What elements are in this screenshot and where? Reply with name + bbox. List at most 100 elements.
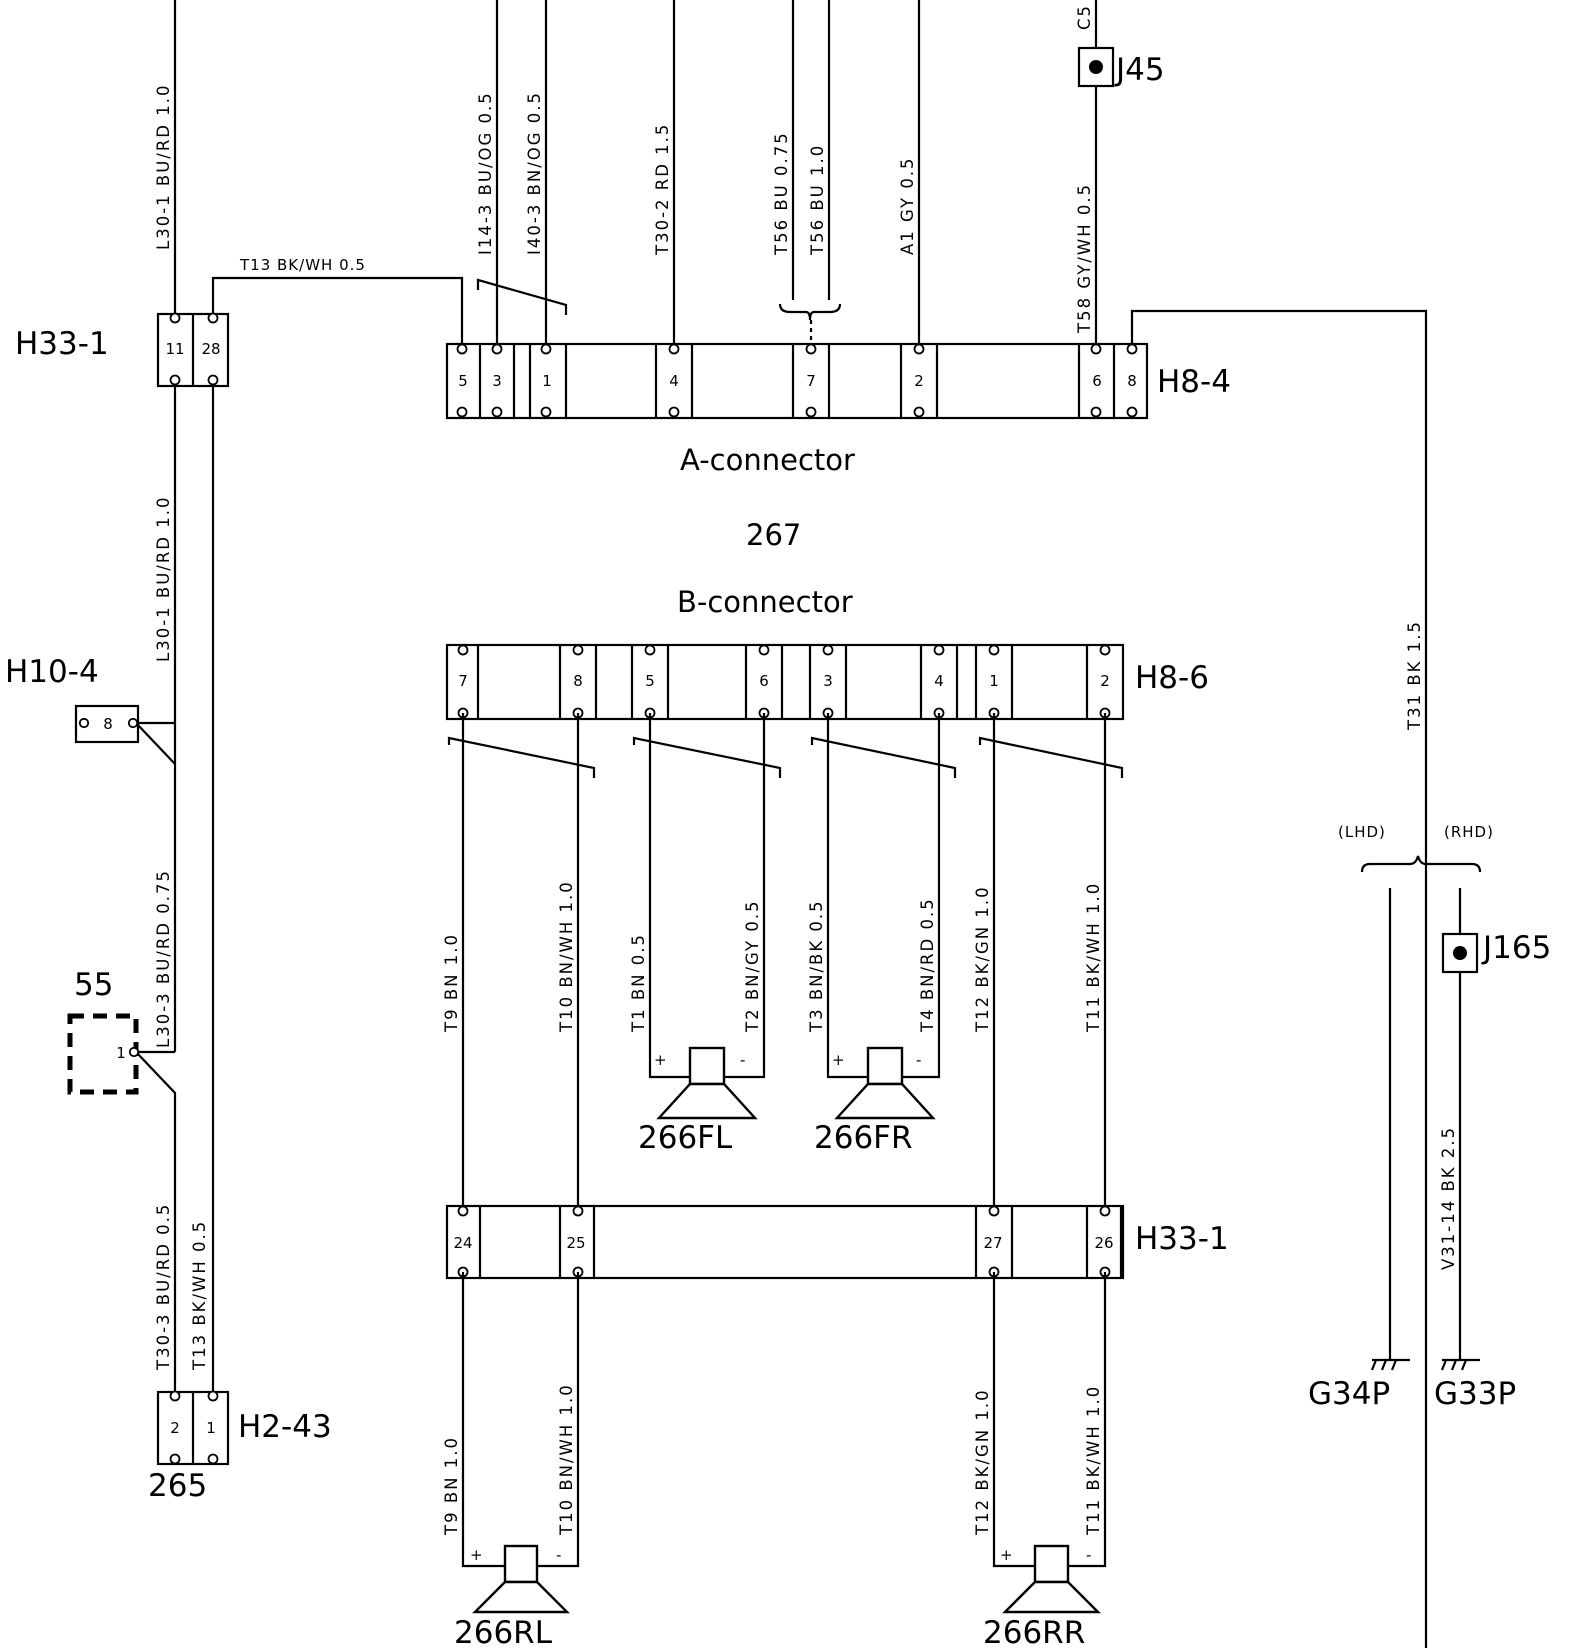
pin-label: 4 [934, 672, 944, 690]
wire-label: T2 BN/GY 0.5 [743, 899, 762, 1033]
b-wire-labels: T9 BN 1.0 T10 BN/WH 1.0 T1 BN 0.5 T2 BN/… [442, 880, 1103, 1033]
wire-label: I14-3 BU/OG 0.5 [476, 91, 495, 255]
wire-label: T12 BK/GN 1.0 [973, 1388, 992, 1536]
wire-label: T56 BU 0.75 [772, 131, 791, 256]
component-id: 55 [74, 967, 113, 1003]
junction-j165: J165 [1441, 930, 1551, 974]
connector-id: H8-4 [1157, 364, 1231, 400]
wire-label: C5 [1075, 4, 1094, 30]
wire-label: T30-2 RD 1.5 [653, 123, 672, 256]
speaker-id: 266RR [983, 1615, 1085, 1648]
pin-label: 5 [458, 372, 468, 390]
junction-id: J45 [1114, 52, 1165, 88]
speaker-266rl: + - 266RL [454, 1544, 570, 1648]
pin-label: 11 [165, 340, 184, 358]
left-wiring [135, 0, 464, 1395]
wire-label: T11 BK/WH 1.0 [1084, 1385, 1103, 1536]
rear-wire-labels: T9 BN 1.0 T10 BN/WH 1.0 T12 BK/GN 1.0 T1… [442, 1383, 1103, 1536]
b-connector-h8-6: 7 8 5 6 3 4 1 2 H8-6 [445, 643, 1209, 721]
wire-label: V31-14 BK 2.5 [1439, 1126, 1458, 1270]
minus-sign: - [916, 1051, 922, 1069]
drive-label-lhd: (LHD) [1338, 823, 1386, 841]
component-55: 1 55 [67, 967, 140, 1095]
pin-label: 5 [645, 672, 655, 690]
pin-label: 1 [542, 372, 552, 390]
pin-label: 27 [983, 1234, 1002, 1252]
rear-wires [461, 1272, 1107, 1568]
wire-label: T10 BN/WH 1.0 [557, 880, 576, 1033]
minus-sign: - [1086, 1546, 1092, 1564]
wire-label: T56 BU 1.0 [808, 144, 827, 256]
pin-label: 25 [566, 1234, 585, 1252]
wire-label: T9 BN 1.0 [442, 933, 461, 1033]
plus-sign: + [470, 1546, 484, 1564]
pins [456, 343, 1138, 418]
speaker-id: 266FR [814, 1120, 913, 1156]
pin-label: 8 [103, 715, 113, 733]
pin-label: 28 [201, 340, 220, 358]
junction-id: J165 [1481, 930, 1551, 966]
wire-label: L30-1 BU/RD 1.0 [154, 84, 173, 251]
left-wire-labels: L30-1 BU/RD 1.0 T13 BK/WH 0.5 L30-1 BU/R… [154, 84, 366, 1372]
plus-sign: + [654, 1051, 668, 1069]
wire-label: T31 BK 1.5 [1405, 620, 1424, 731]
pin-label: 7 [458, 672, 468, 690]
pin-label: 4 [669, 372, 679, 390]
connector-id: H8-6 [1135, 660, 1209, 696]
pin-label: 1 [116, 1044, 126, 1062]
wire-label: A1 GY 0.5 [898, 156, 917, 255]
wire-label: T58 GY/WH 0.5 [1075, 183, 1094, 334]
pin-label: 3 [492, 372, 502, 390]
pin-label: 8 [573, 672, 583, 690]
b-connector-wires [447, 713, 1124, 1212]
pin-label: 6 [1092, 372, 1102, 390]
pin-label: 3 [823, 672, 833, 690]
connector-id: H2-43 [238, 1409, 332, 1445]
minus-sign: - [740, 1051, 746, 1069]
right-labels: T31 BK 1.5 (LHD) (RHD) V31-14 BK 2.5 G34… [1308, 620, 1516, 1412]
pin-label: 2 [1100, 672, 1110, 690]
speaker-266fl: + - 266FL [638, 1046, 758, 1156]
minus-sign: - [556, 1546, 562, 1564]
component-id: 267 [746, 518, 801, 552]
pin-label: 8 [1127, 372, 1137, 390]
connector-h10-4: 8 H10-4 [5, 654, 140, 744]
pin-label: 6 [759, 672, 769, 690]
pin-label: 24 [453, 1234, 472, 1252]
component-id: 265 [148, 1468, 207, 1504]
wire-label: T9 BN 1.0 [442, 1436, 461, 1536]
wire-label: T12 BK/GN 1.0 [973, 885, 992, 1033]
connector-id: H33-1 [15, 326, 109, 362]
wire-label: T30-3 BU/RD 0.5 [154, 1203, 173, 1371]
wire-label: L30-3 BU/RD 0.75 [154, 869, 173, 1048]
wire-label: I40-3 BN/OG 0.5 [525, 91, 544, 255]
speaker-id: 266RL [454, 1615, 553, 1648]
pin-label: 26 [1094, 1234, 1113, 1252]
wire-label: T13 BK/WH 0.5 [239, 256, 366, 274]
wire-label: T4 BN/RD 0.5 [918, 897, 937, 1033]
drive-label-rhd: (RHD) [1444, 823, 1494, 841]
ground-id: G33P [1434, 1376, 1516, 1412]
a-wire-labels: I14-3 BU/OG 0.5 I40-3 BN/OG 0.5 T30-2 RD… [476, 4, 1094, 334]
wire-label: T3 BN/BK 0.5 [807, 899, 826, 1033]
b-connector-label: B-connector [677, 585, 853, 619]
a-connector-label: A-connector [680, 443, 855, 477]
pin-label: 2 [170, 1419, 180, 1437]
connector-h33-1-bottom: 24 25 27 26 H33-1 [445, 1204, 1229, 1280]
wire-label: T13 BK/WH 0.5 [190, 1220, 209, 1371]
connector-h2-43: 2 1 H2-43 265 [148, 1390, 332, 1504]
a-connector-h8-4: 5 3 1 4 7 2 6 8 H8-4 [445, 342, 1231, 420]
connector-id: H10-4 [5, 654, 99, 690]
pin-label: 2 [914, 372, 924, 390]
plus-sign: + [832, 1051, 846, 1069]
junction-j45: J45 [1077, 46, 1165, 88]
ground-id: G34P [1308, 1376, 1390, 1412]
connector-id: H33-1 [1135, 1221, 1229, 1257]
wire-label: T1 BN 0.5 [629, 933, 648, 1033]
wire-label: T10 BN/WH 1.0 [557, 1383, 576, 1536]
a-connector-wires [476, 0, 1428, 1648]
speaker-id: 266FL [638, 1120, 733, 1156]
wire-label: L30-1 BU/RD 1.0 [154, 496, 173, 663]
speaker-266rr: + - 266RR [983, 1544, 1101, 1648]
